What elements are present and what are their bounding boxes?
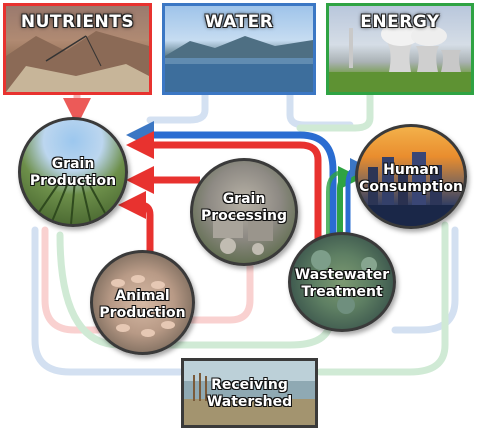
faint-energy-flow xyxy=(296,91,374,132)
human-consumption-node: Human Consumption xyxy=(355,124,467,229)
livestock-icon xyxy=(111,275,175,337)
nutrient-return-arrow-top xyxy=(126,131,322,240)
treatment-plant-icon xyxy=(311,250,377,314)
receiving-watershed-node: Receiving Watershed xyxy=(181,358,318,428)
energy-resource-panel: ENERGY xyxy=(326,3,474,95)
grain-processing-label: Grain Processing xyxy=(200,191,288,224)
water-resource-panel: WATER xyxy=(162,3,316,95)
grain-production-label: Grain Production xyxy=(29,156,117,189)
wastewater-treatment-label: Wastewater Treatment xyxy=(294,267,390,300)
nutrients-resource-panel: NUTRIENTS xyxy=(3,3,152,95)
receiving-watershed-label: Receiving Watershed xyxy=(206,377,293,410)
faint-water-loop-right xyxy=(391,226,459,334)
shoreline-icon xyxy=(184,361,315,425)
faint-nutrient-loop-left xyxy=(41,226,104,334)
wastewater-treatment-node: Wastewater Treatment xyxy=(288,232,396,332)
faint-nutrient-down xyxy=(186,261,254,324)
nutrient-animal-up-arrow xyxy=(118,191,154,255)
animal-production-node: Animal Production xyxy=(90,250,195,355)
grain-processing-node: Grain Processing xyxy=(190,158,298,266)
energy-flow-arrow-2 xyxy=(326,170,346,245)
water-return-arrow xyxy=(126,121,337,240)
faint-energy-loop-right xyxy=(316,221,449,376)
faint-water-flow-left xyxy=(146,91,209,124)
water-label: WATER xyxy=(204,12,274,32)
animal-production-label: Animal Production xyxy=(99,288,186,321)
lake-mountains-icon xyxy=(165,36,313,92)
energy-label: ENERGY xyxy=(360,12,440,32)
grain-production-node: Grain Production xyxy=(18,117,128,227)
faint-water-loop-left xyxy=(31,226,184,376)
nutrients-label: NUTRIENTS xyxy=(20,12,135,32)
faint-water-flow-right xyxy=(286,91,354,129)
power-plant-icon xyxy=(329,22,471,92)
processing-plant-icon xyxy=(213,211,273,255)
mining-landscape-icon xyxy=(6,31,149,92)
human-consumption-label: Human Consumption xyxy=(359,162,463,195)
